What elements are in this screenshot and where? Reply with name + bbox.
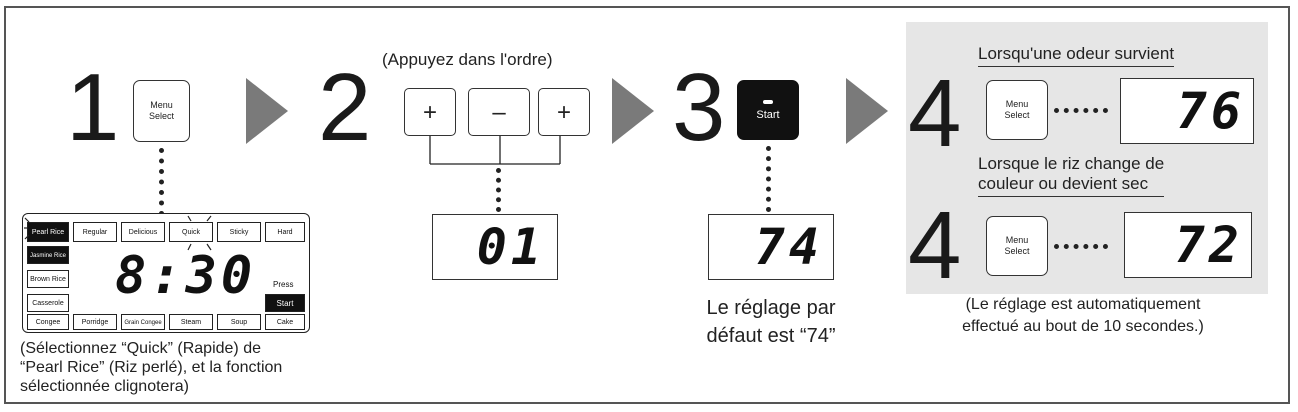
menu-select-label-line2: Select (1004, 246, 1030, 256)
start-label: Start (756, 108, 780, 121)
jasmine-rice-key[interactable]: Jasmine Rice (27, 246, 69, 264)
time-display: 8:30 (115, 246, 257, 306)
step-4a-number: 4 (908, 60, 962, 167)
diagram-frame: 1 Menu Select Pearl Rice Regular Delicio… (4, 6, 1290, 404)
pearl-rice-key[interactable]: Pearl Rice (27, 222, 69, 242)
display-value-76: 76 (1176, 82, 1245, 140)
press-label: Press (273, 280, 294, 289)
connector-dotted (766, 146, 771, 212)
arrow-right-icon (246, 78, 288, 144)
step-2-number: 2 (318, 54, 372, 161)
menu-select-button-4a[interactable]: Menu Select (986, 80, 1048, 140)
step-4b-heading: Lorsque le riz change de couleur ou devi… (978, 154, 1165, 197)
step-4a-heading: Lorsqu'une odeur survient (978, 44, 1175, 67)
step-3-caption-line1: Le réglage par (706, 297, 836, 319)
brown-rice-key[interactable]: Brown Rice (27, 270, 69, 288)
step-1-caption: (Sélectionnez “Quick” (Rapide) de “Pearl… (20, 339, 282, 396)
menu-select-label-line1: Menu (1005, 99, 1029, 109)
menu-select-label-line1: Menu (150, 100, 173, 110)
casserole-key[interactable]: Casserole (27, 294, 69, 312)
congee-key[interactable]: Congee (27, 314, 69, 330)
step-4-footnote-line1: (Le réglage est automatiquement (965, 296, 1201, 313)
plus-icon: + (422, 98, 437, 126)
regular-key[interactable]: Regular (73, 222, 117, 242)
minus-icon: – (492, 98, 506, 126)
step-3-number: 3 (672, 54, 726, 161)
bracket-connector (429, 136, 561, 165)
indicator-light-icon (763, 99, 773, 104)
step-1-caption-line3: sélectionnée clignotera) (20, 378, 189, 395)
sticky-key[interactable]: Sticky (217, 222, 261, 242)
start-button[interactable]: Start (737, 80, 799, 140)
cake-key[interactable]: Cake (265, 314, 305, 330)
delicious-key[interactable]: Delicious (121, 222, 165, 242)
step-4b-heading-line1: Lorsque le riz change de (978, 154, 1165, 173)
lcd-display-4b: 72 (1124, 212, 1252, 278)
order-instruction: (Appuyez dans l'ordre) (382, 50, 553, 69)
grain-congee-key[interactable]: Grain Congee (121, 314, 165, 330)
step-4b-heading-line2: couleur ou devient sec (978, 174, 1149, 193)
step-4-footnote-line2: effectué au bout de 10 secondes.) (962, 318, 1204, 335)
display-value-72: 72 (1174, 216, 1243, 274)
arrow-right-icon (846, 78, 888, 144)
quick-key[interactable]: Quick (169, 222, 213, 242)
control-panel: Pearl Rice Regular Delicious Quick Stick… (22, 213, 310, 333)
display-value-01: 01 (476, 218, 545, 276)
plus-button-first[interactable]: + (404, 88, 456, 136)
menu-select-button[interactable]: Menu Select (133, 80, 190, 142)
connector-dotted (159, 148, 164, 216)
lcd-display-step2: 01 (432, 214, 558, 280)
soup-key[interactable]: Soup (217, 314, 261, 330)
arrow-right-icon (612, 78, 654, 144)
steam-key[interactable]: Steam (169, 314, 213, 330)
lcd-display-4a: 76 (1120, 78, 1254, 144)
menu-select-label-line1: Menu (1005, 235, 1029, 245)
blink-marks-icon (24, 215, 212, 251)
menu-select-label-line2: Select (1004, 110, 1030, 120)
plus-icon: + (556, 98, 571, 126)
lcd-display-step3: 74 (708, 214, 834, 280)
hard-key[interactable]: Hard (265, 222, 305, 242)
plus-button-second[interactable]: + (538, 88, 590, 136)
minus-button[interactable]: – (468, 88, 530, 136)
menu-select-label-line2: Select (148, 111, 174, 121)
step-1-caption-line1: (Sélectionnez “Quick” (Rapide) de (20, 340, 261, 357)
connector-dotted (1054, 244, 1108, 249)
step-4-footnote: (Le réglage est automatiquement effectué… (912, 294, 1254, 338)
menu-select-button-4b[interactable]: Menu Select (986, 216, 1048, 276)
step-3-caption: Le réglage par défaut est “74” (686, 294, 856, 350)
step-4-panel: 4 Lorsqu'une odeur survient Menu Select … (906, 22, 1268, 294)
panel-start-key[interactable]: Start (265, 294, 305, 312)
connector-dotted (1054, 108, 1108, 113)
porridge-key[interactable]: Porridge (73, 314, 117, 330)
step-1-caption-line2: “Pearl Rice” (Riz perlé), et la fonction (20, 359, 283, 376)
connector-dotted (496, 168, 501, 212)
step-4b-number: 4 (908, 192, 962, 299)
step-1-number: 1 (66, 54, 120, 161)
display-value-74: 74 (754, 218, 823, 276)
step-3-caption-line2: défaut est “74” (706, 325, 836, 347)
